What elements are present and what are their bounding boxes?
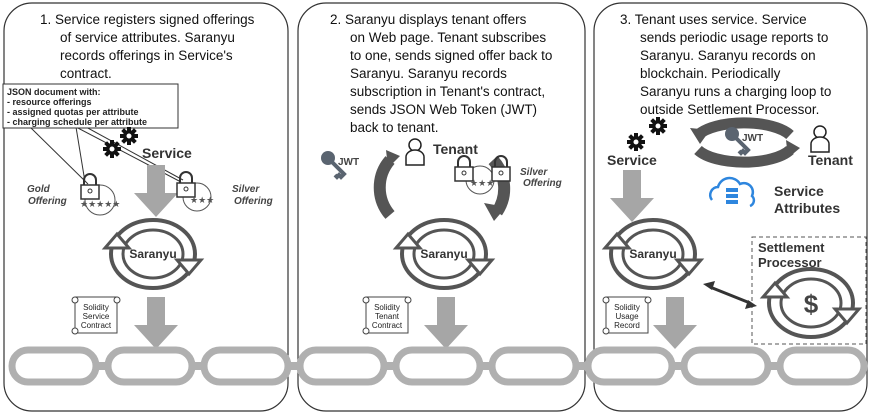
contract-label: Service xyxy=(83,312,110,321)
step-line: of service attributes. Saranyu xyxy=(60,30,235,45)
tenant-label: Tenant xyxy=(808,152,853,168)
step-line: Saranyu runs a charging loop to xyxy=(640,84,831,99)
service-attributes-label: Service xyxy=(774,183,824,199)
chain-link xyxy=(776,346,868,386)
contract-label: Solidity xyxy=(83,303,109,312)
silver-stars: ★★★ xyxy=(190,195,214,205)
json-line: - assigned quotas per attribute xyxy=(7,107,139,117)
step-line: blockchain. Periodically xyxy=(640,66,781,81)
step-line: contract. xyxy=(60,66,112,81)
gear-icon xyxy=(120,127,138,145)
service-label: Service xyxy=(142,145,192,161)
step-line: back to tenant. xyxy=(350,120,439,135)
settlement-processor-box: Settlement Processor $ xyxy=(751,236,867,345)
step-line: 1. Service registers signed offerings xyxy=(40,12,255,27)
silver-offering-label: Offering xyxy=(234,196,273,207)
jwt-label: JWT xyxy=(742,133,763,144)
step-2-description: 2. Saranyu displays tenant offers on Web… xyxy=(330,12,552,135)
dollar-icon: $ xyxy=(804,289,819,319)
chain-link xyxy=(8,346,100,386)
json-line: - resource offerings xyxy=(7,97,92,107)
step-line: subscription in Tenant's contract, xyxy=(350,84,545,99)
settlement-label: Processor xyxy=(758,255,822,270)
step-line: outside Settlement Processor. xyxy=(640,102,819,117)
step-line: Saranyu. Saranyu records on xyxy=(640,48,816,63)
contract-label: Tenant xyxy=(375,312,400,321)
step-line: 3. Tenant uses service. Service xyxy=(620,12,807,27)
silver-offering-label: Silver xyxy=(232,184,260,195)
chain-link xyxy=(296,346,388,386)
gold-stars: ★★★★★ xyxy=(80,199,120,209)
silver-stars: ★★★ xyxy=(470,178,494,188)
silver-offering-label: Offering xyxy=(523,178,562,189)
blockchain-chain xyxy=(8,346,868,386)
saranyu-label: Saranyu xyxy=(129,247,176,261)
chain-link xyxy=(200,346,292,386)
contract-label: Record xyxy=(614,321,640,330)
saranyu-label: Saranyu xyxy=(629,247,676,261)
gear-icon xyxy=(103,140,121,158)
step-line: sends periodic usage reports to xyxy=(640,30,828,45)
contract-label: Solidity xyxy=(614,303,640,312)
tenant-person-icon xyxy=(405,138,425,166)
contract-label: Solidity xyxy=(374,303,400,312)
gold-offering-label: Gold xyxy=(27,184,51,195)
gear-icon xyxy=(649,117,667,135)
contract-label: Contract xyxy=(372,321,403,330)
service-attributes-label: Attributes xyxy=(774,200,840,216)
cloud-server-icon xyxy=(709,176,756,208)
step-line: Saranyu. Saranyu records xyxy=(350,66,507,81)
gear-icon xyxy=(627,133,645,151)
step-line: to one, sends signed offer back to xyxy=(350,48,552,63)
json-line: - charging schedule per attribute xyxy=(7,117,147,127)
tenant-person-icon xyxy=(810,125,830,153)
gold-offering-label: Offering xyxy=(28,196,67,207)
panel-step-3 xyxy=(593,2,868,412)
silver-offering-label: Silver xyxy=(520,167,548,178)
json-line: JSON document with: xyxy=(7,87,101,97)
chain-link xyxy=(584,346,676,386)
json-document-callout: JSON document with: - resource offerings… xyxy=(2,83,179,129)
chain-link xyxy=(104,346,196,386)
step-line: on Web page. Tenant subscribes xyxy=(350,30,546,45)
service-label: Service xyxy=(607,152,657,168)
contract-label: Usage xyxy=(615,312,639,321)
saranyu-label: Saranyu xyxy=(420,247,467,261)
double-arrow xyxy=(703,281,757,309)
settlement-label: Settlement xyxy=(758,240,825,255)
step-line: sends JSON Web Token (JWT) xyxy=(350,102,537,117)
chain-link xyxy=(680,346,772,386)
step-3-description: 3. Tenant uses service. Service sends pe… xyxy=(620,12,831,117)
step-line: 2. Saranyu displays tenant offers xyxy=(330,12,527,27)
step-line: records offerings in Service's xyxy=(60,48,233,63)
chain-link xyxy=(392,346,484,386)
jwt-label: JWT xyxy=(338,157,359,168)
tenant-label: Tenant xyxy=(433,141,478,157)
step-1-description: 1. Service registers signed offerings of… xyxy=(40,12,255,81)
contract-label: Contract xyxy=(81,321,112,330)
chain-link xyxy=(488,346,580,386)
